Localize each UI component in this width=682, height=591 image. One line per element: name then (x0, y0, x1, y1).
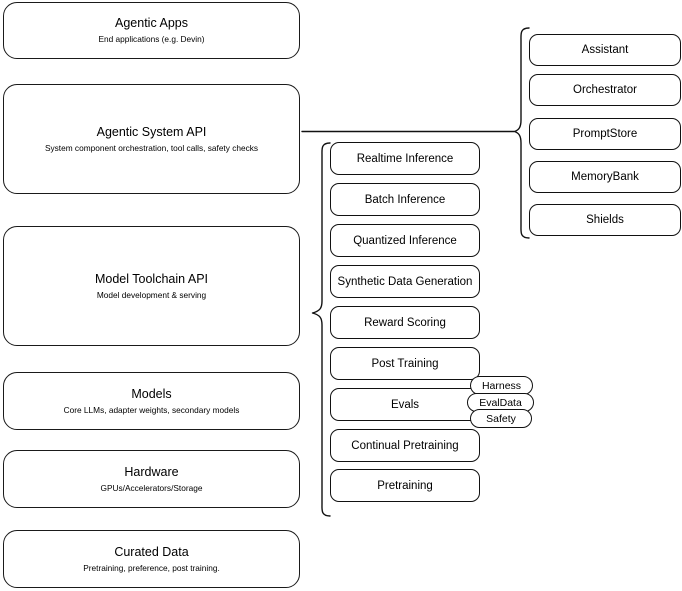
layer-subtitle: Core LLMs, adapter weights, secondary mo… (63, 404, 240, 415)
layer-title: Agentic Apps (115, 16, 188, 30)
toolchain-item-reward-scoring[interactable]: Reward Scoring (330, 306, 480, 339)
brace-toolchain-items (311, 142, 331, 517)
system-item-shields[interactable]: Shields (529, 204, 681, 236)
layer-agentic-apps[interactable]: Agentic Apps End applications (e.g. Devi… (3, 2, 300, 59)
layer-subtitle: Model development & serving (96, 289, 207, 300)
layer-title: Hardware (124, 464, 179, 479)
eval-badge-safety[interactable]: Safety (470, 409, 532, 428)
item-label: Batch Inference (364, 193, 446, 206)
layer-title: Model Toolchain API (94, 271, 209, 286)
layer-models[interactable]: Models Core LLMs, adapter weights, secon… (3, 372, 300, 430)
item-label: Orchestrator (573, 84, 637, 96)
toolchain-item-synthetic-data-generation[interactable]: Synthetic Data Generation (330, 265, 480, 298)
badge-label: Harness (481, 379, 522, 392)
item-label: MemoryBank (571, 171, 639, 183)
layer-title: Curated Data (114, 544, 189, 559)
item-label: PromptStore (572, 128, 638, 140)
item-label: Reward Scoring (364, 316, 446, 329)
toolchain-item-evals[interactable]: Evals (330, 388, 480, 421)
system-item-promptstore[interactable]: PromptStore (529, 118, 681, 150)
layer-model-toolchain-api[interactable]: Model Toolchain API Model development & … (3, 226, 300, 346)
layer-subtitle: System component orchestration, tool cal… (44, 142, 259, 153)
brace-system-items (513, 27, 530, 239)
toolchain-item-quantized-inference[interactable]: Quantized Inference (330, 224, 480, 257)
badge-label: Safety (486, 412, 516, 425)
item-label: Shields (586, 214, 624, 226)
item-label: Synthetic Data Generation (337, 275, 473, 288)
layer-curated-data[interactable]: Curated Data Pretraining, preference, po… (3, 530, 300, 588)
item-label: Continual Pretraining (351, 439, 459, 452)
item-label: Evals (390, 398, 420, 411)
item-label: Assistant (581, 44, 629, 56)
toolchain-item-batch-inference[interactable]: Batch Inference (330, 183, 480, 216)
layer-subtitle: Pretraining, preference, post training. (83, 562, 220, 573)
layer-title: Models (131, 386, 172, 401)
badge-label: EvalData (479, 396, 522, 409)
toolchain-item-post-training[interactable]: Post Training (330, 347, 480, 380)
toolchain-item-realtime-inference[interactable]: Realtime Inference (330, 142, 480, 175)
layer-hardware[interactable]: Hardware GPUs/Accelerators/Storage (3, 450, 300, 508)
layer-agentic-system-api[interactable]: Agentic System API System component orch… (3, 84, 300, 194)
toolchain-item-continual-pretraining[interactable]: Continual Pretraining (330, 429, 480, 462)
system-item-memorybank[interactable]: MemoryBank (529, 161, 681, 193)
toolchain-item-pretraining[interactable]: Pretraining (330, 469, 480, 502)
layer-subtitle: End applications (e.g. Devin) (98, 34, 205, 44)
item-label: Post Training (371, 357, 439, 370)
item-label: Quantized Inference (353, 234, 457, 247)
item-label: Realtime Inference (356, 152, 454, 165)
layer-subtitle: GPUs/Accelerators/Storage (100, 482, 203, 493)
system-item-orchestrator[interactable]: Orchestrator (529, 74, 681, 106)
system-item-assistant[interactable]: Assistant (529, 34, 681, 66)
layer-title: Agentic System API (96, 124, 207, 139)
item-label: Pretraining (377, 479, 433, 492)
